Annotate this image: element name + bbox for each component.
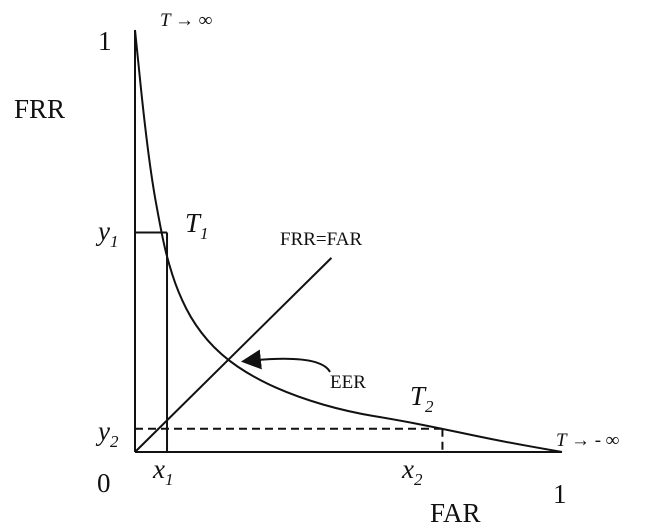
diagonal-label: FRR=FAR bbox=[280, 229, 363, 250]
y-axis-title: FRR bbox=[14, 94, 65, 124]
x2-label: x2 bbox=[401, 454, 423, 489]
x-end-label: 1 bbox=[553, 479, 567, 509]
right-limit-annotation: T → - ∞ bbox=[556, 430, 619, 451]
eer-arrow bbox=[240, 349, 331, 373]
eer-label: EER bbox=[330, 372, 366, 393]
equal-error-diagonal bbox=[134, 257, 333, 453]
top-limit-annotation: T → ∞ bbox=[160, 10, 212, 31]
y2-label: y2 bbox=[95, 416, 119, 451]
origin-label: 0 bbox=[97, 468, 111, 498]
t2-label: T2 bbox=[410, 381, 434, 416]
x1-label: x1 bbox=[152, 454, 173, 489]
y-end-label: 1 bbox=[98, 26, 112, 56]
x-axis-title: FAR bbox=[430, 498, 481, 528]
frr-far-curve bbox=[134, 29, 563, 453]
y1-label: y1 bbox=[95, 216, 118, 251]
t1-label: T1 bbox=[185, 208, 209, 243]
